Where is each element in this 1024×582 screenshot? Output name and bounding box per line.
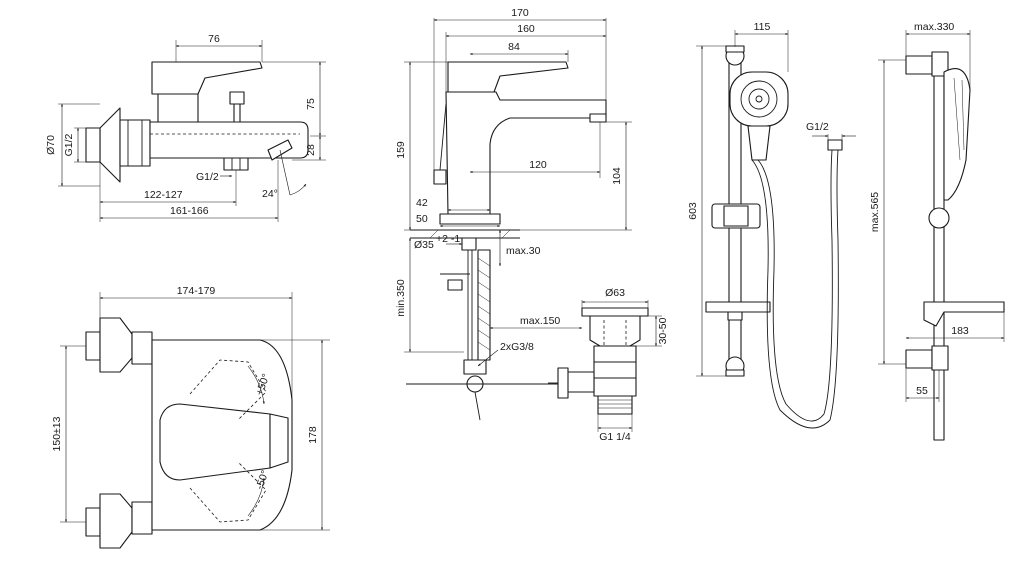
bath-mixer-top-view: +50° -50° 174-179 150±13 178	[51, 285, 330, 549]
dim-104: 104	[611, 167, 623, 185]
dim-min350: min.350	[395, 279, 407, 317]
dim-max565: max.565	[869, 192, 881, 232]
dim-max150: max.150	[520, 315, 560, 327]
dim-g12-shower: G1/2	[806, 121, 829, 133]
dim-115: 115	[754, 21, 771, 33]
shower-set-side-view: max.330 max.565 183 55	[869, 21, 1005, 441]
dim-603: 603	[687, 202, 699, 220]
dim-76: 76	[208, 33, 220, 45]
basin-mixer-view: 170 160 84 159 120 104 42 50 Ø35 +2 -1	[395, 7, 632, 421]
dim-160: 160	[517, 23, 535, 35]
dim-161-166: 161-166	[170, 205, 209, 217]
dim-159: 159	[395, 141, 407, 159]
dim-120: 120	[529, 159, 547, 171]
dim-178: 178	[307, 426, 319, 444]
waste-valve-view: Ø63 30-50 G1 1/4	[548, 287, 669, 443]
bath-mixer-side-view: 76 Ø70 G1/2 75 28 G1/2 24° 122-127 161-	[45, 33, 326, 222]
dim-thread-g12-side: G1/2	[63, 133, 75, 156]
shower-set-front-view: 115 603 G1/2	[687, 21, 856, 429]
dim-d63: Ø63	[605, 287, 625, 299]
dim-28: 28	[305, 144, 317, 156]
dim-75: 75	[305, 98, 317, 110]
dim-g1-14: G1 1/4	[599, 431, 631, 443]
dim-55: 55	[916, 385, 928, 397]
dim-30-50: 30-50	[657, 317, 669, 344]
dim-50: 50	[416, 213, 428, 225]
dim-max330: max.330	[914, 21, 954, 33]
dim-42: 42	[416, 197, 428, 209]
dim-angle-24: 24°	[262, 188, 278, 200]
dim-d70: Ø70	[45, 135, 57, 155]
dim-170: 170	[511, 7, 529, 19]
dim-inlet-g12: G1/2	[196, 171, 219, 183]
dim-183: 183	[951, 325, 969, 337]
dim-2xg38: 2xG3/8	[500, 341, 534, 353]
dim-84: 84	[508, 41, 520, 53]
dim-d35: Ø35	[414, 239, 434, 251]
dim-150-13: 150±13	[51, 416, 63, 451]
dim-d35-tolerance: +2 -1	[436, 233, 460, 245]
dim-max30: max.30	[506, 245, 541, 257]
dim-122-127: 122-127	[144, 189, 183, 201]
dim-174-179: 174-179	[177, 285, 216, 297]
